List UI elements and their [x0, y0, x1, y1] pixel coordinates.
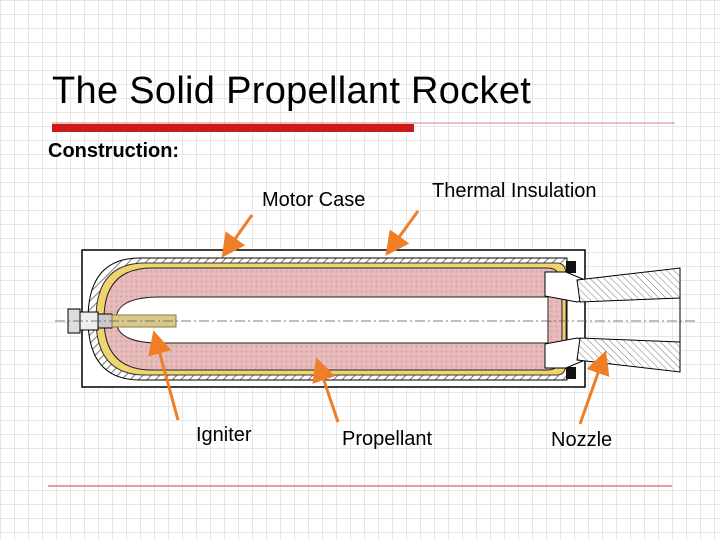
label-igniter: Igniter — [196, 424, 252, 446]
motor-case-arrow — [221, 214, 254, 258]
aft-closure-bottom — [566, 367, 576, 379]
propellant-bore — [115, 296, 549, 344]
nozzle-divergent-bottom — [576, 337, 681, 373]
label-motor-case: Motor Case — [262, 189, 366, 211]
label-thermal-insulation: Thermal Insulation — [432, 180, 597, 202]
label-nozzle: Nozzle — [551, 429, 613, 451]
aft-closure-top — [566, 261, 576, 273]
propellant-arrow — [312, 357, 340, 423]
nozzle-divergent-top — [576, 267, 681, 303]
igniter-arrow — [148, 330, 180, 421]
title-accent-bar — [52, 124, 414, 132]
thermal-insulation-arrow — [385, 210, 420, 256]
slide-title: The Solid Propellant Rocket — [52, 70, 532, 112]
nozzle-arrow — [578, 350, 610, 425]
section-heading: Construction: — [48, 140, 180, 162]
label-propellant: Propellant — [342, 428, 433, 450]
